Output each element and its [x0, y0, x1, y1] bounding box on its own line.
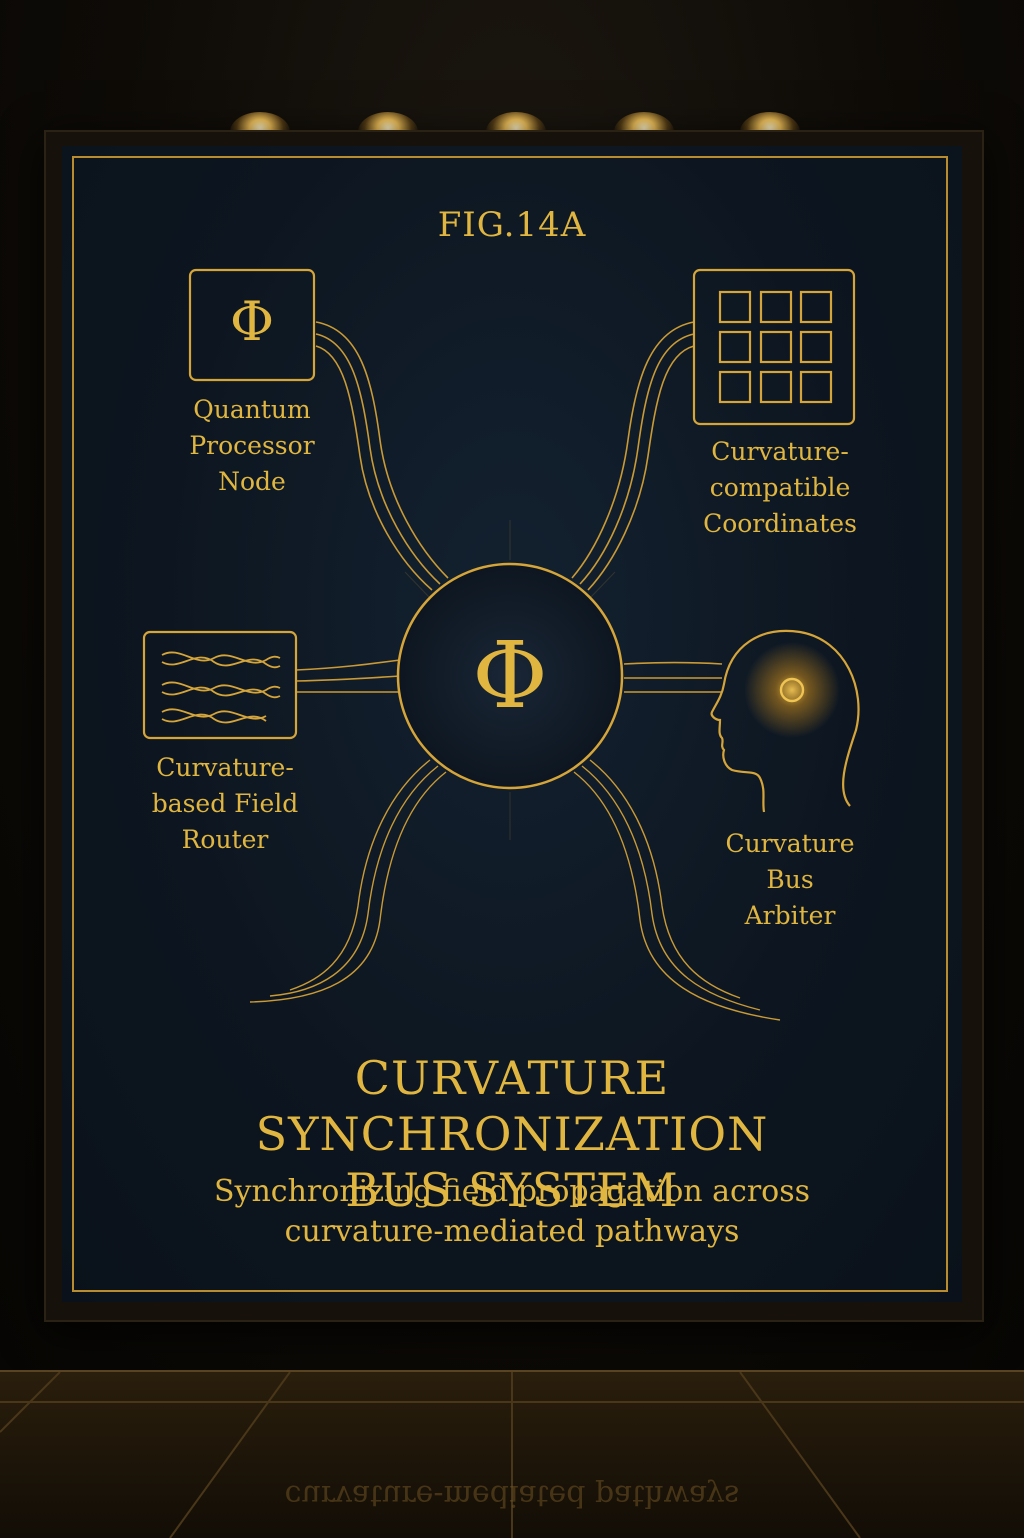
poster-subtitle: Synchronizing field propagation across c… [213, 1174, 811, 1249]
gallery-floor [0, 1370, 1024, 1538]
floor-tiles [0, 1372, 1024, 1538]
poster-border [72, 156, 948, 1292]
pathway-top-left [315, 321, 449, 591]
node-label-bus-arbiter: Curvature Bus Arbiter [725, 829, 855, 930]
pathway-bottom-right [573, 759, 781, 1021]
hub-rays [404, 520, 616, 840]
node-label-field-router: Curvature- based Field Router [151, 753, 299, 854]
pathway-bottom-left [249, 759, 447, 1003]
poster-title: CURVATURE SYNCHRONIZATION BUS SYSTEM [255, 1051, 769, 1217]
hub-phi-icon: Φ [472, 622, 548, 729]
figure-label: FIG.14A [437, 205, 587, 245]
node-label-quantum-processor: Quantum Processor Node [189, 395, 315, 496]
wave-icon [142, 630, 298, 740]
node-label-coordinates: Curvature- compatible Coordinates [703, 437, 857, 538]
head-profile-icon [710, 629, 860, 813]
quantum-processor-box [188, 268, 316, 382]
phi-icon: Φ [229, 290, 275, 353]
pathway-right [623, 661, 723, 693]
floor-reflection-text: curvature-mediated pathways [284, 1478, 740, 1513]
pathway-top-right [571, 321, 695, 591]
central-hub [396, 562, 624, 790]
grid-icon [692, 268, 856, 426]
pathway-left [295, 659, 401, 693]
